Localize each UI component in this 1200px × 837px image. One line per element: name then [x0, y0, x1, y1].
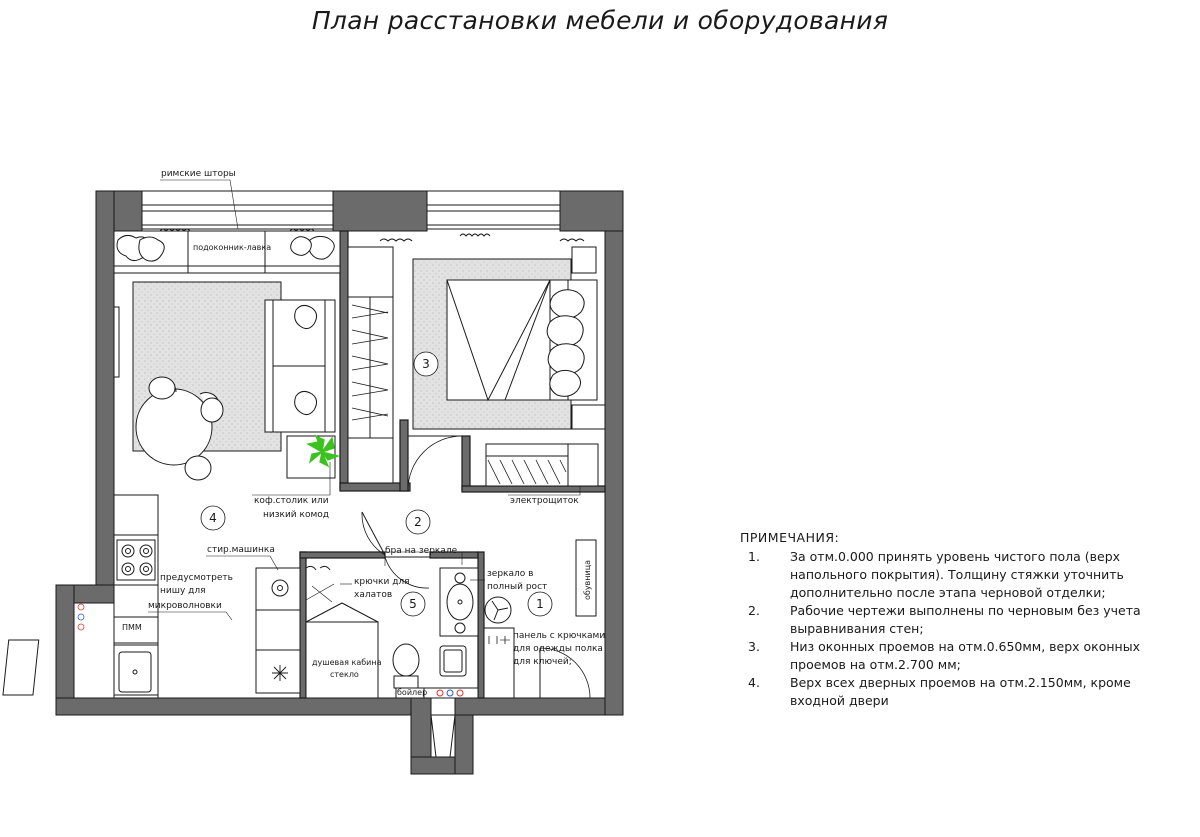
snowflake-icon: [272, 665, 288, 681]
tv: [113, 306, 120, 378]
room-number-1: 1: [527, 591, 553, 617]
label-mirror-2: полный рост: [487, 582, 547, 592]
roman-blinds-symbol: [159, 228, 585, 242]
windows: [141, 190, 561, 230]
page-title: План расстановки мебели и оборудования: [311, 6, 889, 35]
wall-west-lower: [55, 584, 75, 716]
label-microwave-2: нишу для: [160, 586, 206, 596]
hangers: [351, 304, 389, 421]
notes-list: 1.За отм.0.000 принять уровень чистого п…: [740, 548, 1180, 710]
label-panel-3: для ключей;: [513, 657, 572, 667]
label-hooks-2: халатов: [354, 590, 392, 600]
labels: римские шторы подоконник-лавка коф.столи…: [122, 169, 605, 697]
wall-west-upper: [95, 190, 115, 592]
interior-walls: [299, 230, 606, 699]
bedroom: [347, 246, 606, 491]
notes-block: ПРИМЕЧАНИЯ: 1.За отм.0.000 принять урове…: [740, 529, 1180, 710]
note-item: 4.Верх всех дверных проемов на отм.2.150…: [748, 675, 1131, 708]
note-item: 3.Низ оконных проемов на отм.0.650мм, ве…: [748, 639, 1140, 672]
toilet: [392, 643, 420, 689]
note-item: 2.Рабочие чертежи выполнены по черновым …: [748, 603, 1141, 636]
cooktop: [116, 539, 156, 581]
svg-text:2: 2: [414, 515, 422, 529]
note-item: 1.За отм.0.000 принять уровень чистого п…: [748, 549, 1124, 600]
room-number-4: 4: [200, 505, 226, 531]
label-hooks-1: крючки для: [354, 577, 410, 587]
label-microwave-3: микроволновки: [148, 601, 222, 611]
svg-text:5: 5: [409, 597, 417, 611]
hall-fan-icon: [484, 596, 512, 624]
shower-cabin: [305, 621, 379, 699]
wall-pier-middle: [332, 190, 428, 232]
label-dishwasher: ПММ: [122, 623, 142, 632]
room-number-5: 5: [400, 591, 426, 617]
kitchen: [2, 494, 159, 699]
room-numbers: 1 2 3 4 5: [200, 351, 553, 617]
label-roman-blinds: римские шторы: [161, 169, 236, 179]
label-shoe-rack: обувница: [583, 560, 592, 600]
shoe-rack: [575, 539, 597, 617]
room-number-3: 3: [413, 351, 439, 377]
label-elec-panel: электрощиток: [510, 496, 579, 506]
svg-text:3: 3: [422, 357, 430, 371]
svg-text:4: 4: [209, 511, 217, 525]
svg-text:1: 1: [536, 597, 544, 611]
label-boiler: бойлер: [397, 688, 427, 697]
bed-pillows: [546, 289, 585, 397]
label-washer: стир.машинка: [207, 545, 275, 555]
bathroom: [305, 556, 479, 758]
label-microwave-1: предусмотреть: [160, 573, 233, 583]
plant-icon: [306, 434, 341, 468]
hallway: [255, 511, 597, 699]
label-sconce: бра на зеркале: [385, 546, 458, 556]
label-coffee-table-2: низкий комод: [263, 510, 329, 520]
hookups: [77, 603, 85, 631]
walls: [55, 190, 624, 775]
wall-south-right: [454, 697, 624, 716]
leader-lines: [148, 179, 581, 641]
label-mirror-1: зеркало в: [487, 569, 533, 579]
wall-east: [604, 190, 624, 716]
wall-south-left: [55, 697, 412, 716]
label-panel-2: для одежды полка: [513, 644, 603, 654]
living-room: [113, 228, 585, 481]
label-sill-bench: подоконник-лавка: [193, 243, 271, 252]
label-shower-2: стекло: [330, 670, 359, 679]
label-shower-1: душевая кабина: [312, 658, 382, 667]
bench-pillows: [116, 234, 335, 262]
notes-heading: ПРИМЕЧАНИЯ:: [740, 530, 840, 545]
kitchen-sink: [113, 644, 159, 696]
label-coffee-table-1: коф.столик или: [254, 496, 329, 506]
label-panel-1: панель с крючками: [513, 631, 605, 641]
room-number-2: 2: [405, 509, 431, 535]
dining-table: [135, 388, 213, 466]
bathroom-sink: [439, 567, 479, 637]
hallway-wardrobe: [485, 443, 569, 487]
wall-pier-east: [559, 190, 624, 232]
